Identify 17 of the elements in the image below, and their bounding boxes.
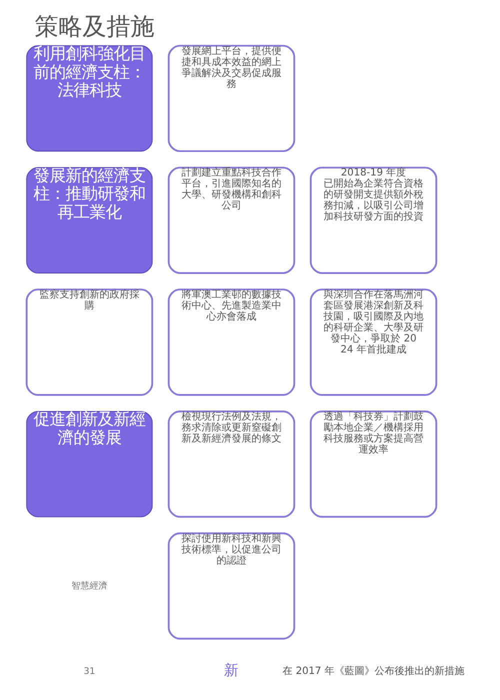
node-box: 監察支持創新的政府採購 <box>25 288 153 396</box>
node-box: 檢視現行法例及法規，務求清除或更新窒礙創新及新經濟發展的條文 <box>167 410 295 518</box>
label: 新 <box>223 662 238 680</box>
label: 智慧經濟 <box>70 580 107 592</box>
diagram-title: 策略及措施 <box>34 12 154 41</box>
node-box: 將軍澳工業邨的數據技術中心、先進製造業中心亦會落成 <box>167 288 295 396</box>
node-box: 探討使用新科技和新興技術標準，以促進公司的認證 <box>167 532 295 640</box>
node-box: 發展網上平台，提供便捷和具成本效益的網上爭議解決及交易促成服務 <box>167 44 295 152</box>
node-box: 計劃建立重點科技合作平台，引進國際知名的大學、研發機構和創科公司 <box>167 166 295 274</box>
node-box: 2018-19 年度已開始為企業符合資格的研發開支提供額外稅務扣減，以吸引公司增加科技研發方面的投資 <box>309 166 437 274</box>
node-box: 利用創科強化目前的經濟支柱：法律科技 <box>26 45 152 152</box>
node-box: 促進創新及新經濟的發展 <box>26 410 152 518</box>
node-box: 透過「科技券」計劃鼓勵本地企業／機構採用科技服務或方案提高營運效率 <box>309 410 437 518</box>
label: 31 <box>83 666 95 677</box>
node-box: 發展新的經濟支柱：推動研發和再工業化 <box>26 167 152 274</box>
node-box: 與深圳合作在落馬洲河套區發展港深創新及科技園，吸引國際及內地的科研企業、大學及研發中心，爭取於 2024 年首批建成 <box>309 288 437 396</box>
label: 在 2017 年《藍圖》公布後推出的新措施 <box>282 666 464 678</box>
